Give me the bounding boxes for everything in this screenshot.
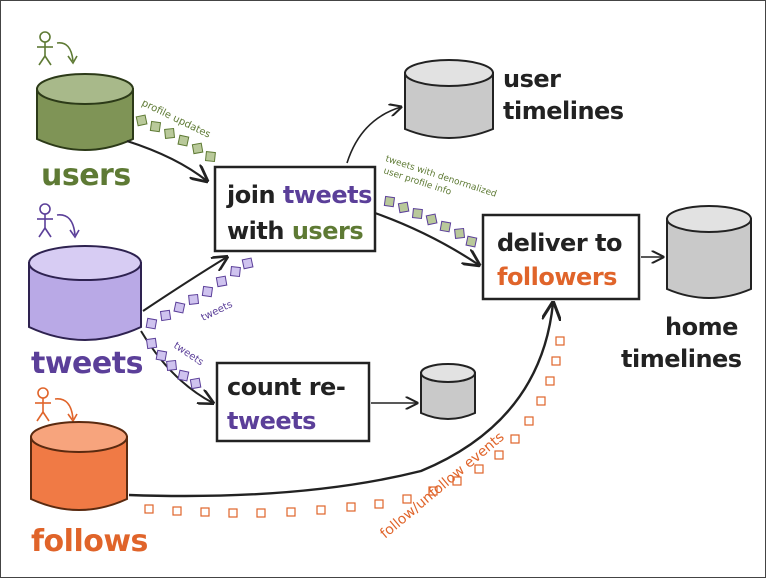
- count-label-line1: count re-: [227, 373, 345, 401]
- users-to-join-arrow: [126, 139, 207, 181]
- follows-database-icon: [30, 421, 128, 511]
- join-word: join: [226, 181, 275, 209]
- count-label-line2: tweets: [227, 407, 316, 435]
- profile-update-messages: [135, 114, 216, 163]
- users-label: users: [41, 158, 131, 193]
- count-storage-database-icon: [420, 363, 476, 420]
- user-timelines-database-icon: [404, 59, 494, 139]
- user-person-icon: [37, 31, 78, 66]
- follow-event-messages: [144, 336, 565, 518]
- tweets-to-join-arrow: [142, 257, 227, 312]
- follows-label: follows: [31, 524, 148, 559]
- join-tweets-word: tweets: [283, 181, 372, 209]
- follow-events-label: follow/unfollow events: [377, 429, 507, 542]
- home-timelines-database-icon: [666, 205, 752, 299]
- follower-person-icon: [35, 387, 78, 423]
- deliver-label-line2: followers: [497, 263, 617, 291]
- join-to-deliver-arrow: [374, 211, 479, 265]
- profile-updates-label: profile updates: [140, 98, 212, 141]
- join-users-word: users: [292, 217, 363, 245]
- denormalized-tweet-messages: [383, 195, 478, 248]
- count-processor-box: [215, 361, 371, 443]
- tweeter-person-icon: [37, 203, 80, 239]
- user-timelines-label-line1: user: [503, 65, 561, 93]
- follows-to-deliver-arrow: [128, 303, 553, 498]
- deliver-label-line1: deliver to: [497, 229, 622, 257]
- tweet-messages-to-join: [145, 257, 254, 330]
- join-with-word: with: [227, 217, 284, 245]
- join-label-line2: with users: [227, 217, 363, 245]
- tweets-label: tweets: [31, 346, 143, 381]
- join-processor-box: [213, 165, 377, 253]
- user-timelines-label-line2: timelines: [503, 97, 624, 125]
- join-label-line1: join tweets: [226, 181, 372, 209]
- deliver-processor-box: [481, 213, 641, 301]
- tweets-to-join-label: tweets: [199, 299, 234, 324]
- home-timelines-label-line2: timelines: [621, 345, 742, 373]
- tweet-messages-to-count: [145, 337, 202, 390]
- join-to-user-timelines-arrow: [346, 107, 401, 164]
- home-timelines-label-line1: home: [665, 313, 738, 341]
- users-database-icon: [36, 73, 134, 151]
- tweets-database-icon: [28, 245, 142, 341]
